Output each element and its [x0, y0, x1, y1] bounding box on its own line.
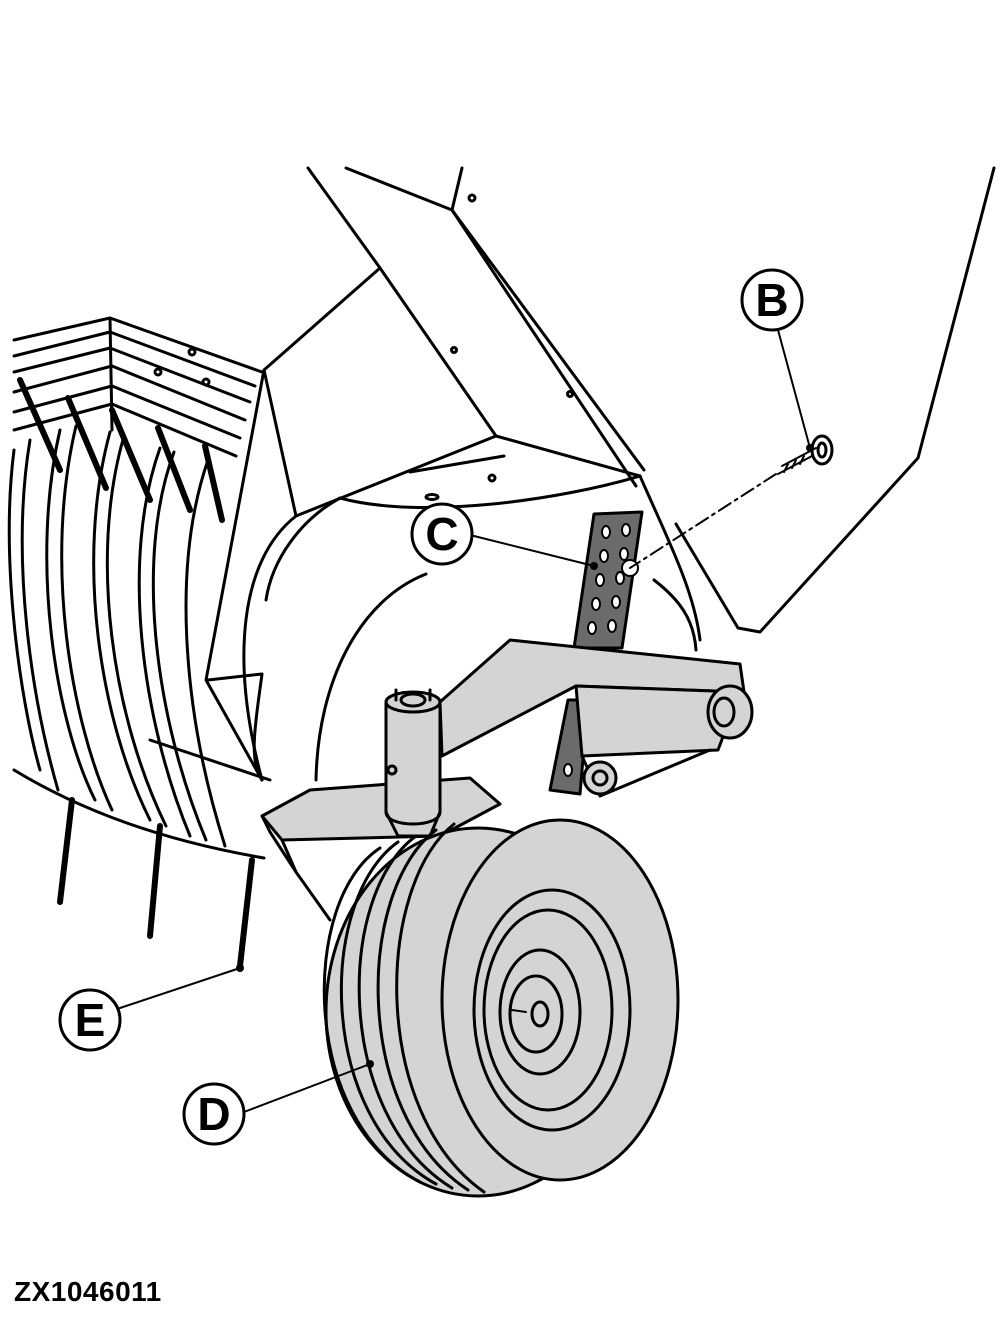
pickup-reel [7, 316, 272, 969]
callout-d [182, 1082, 246, 1146]
side-housing [204, 166, 702, 782]
caster-arm [260, 638, 754, 922]
adjustment-plate-icon [548, 510, 644, 796]
callout-d-label: D [197, 1088, 230, 1140]
figure-id: ZX1046011 [14, 1276, 162, 1307]
callout-b [740, 268, 804, 332]
callout-c [410, 502, 474, 566]
retaining-pin-icon [629, 434, 834, 569]
callout-e-label: E [75, 994, 106, 1046]
callout-b-label: B [755, 274, 788, 326]
gauge-wheel-icon [322, 818, 680, 1198]
callout-e [58, 988, 122, 1052]
callout-c-label: C [425, 508, 458, 560]
tine-icon [57, 797, 255, 969]
side-panel-right [674, 166, 996, 634]
